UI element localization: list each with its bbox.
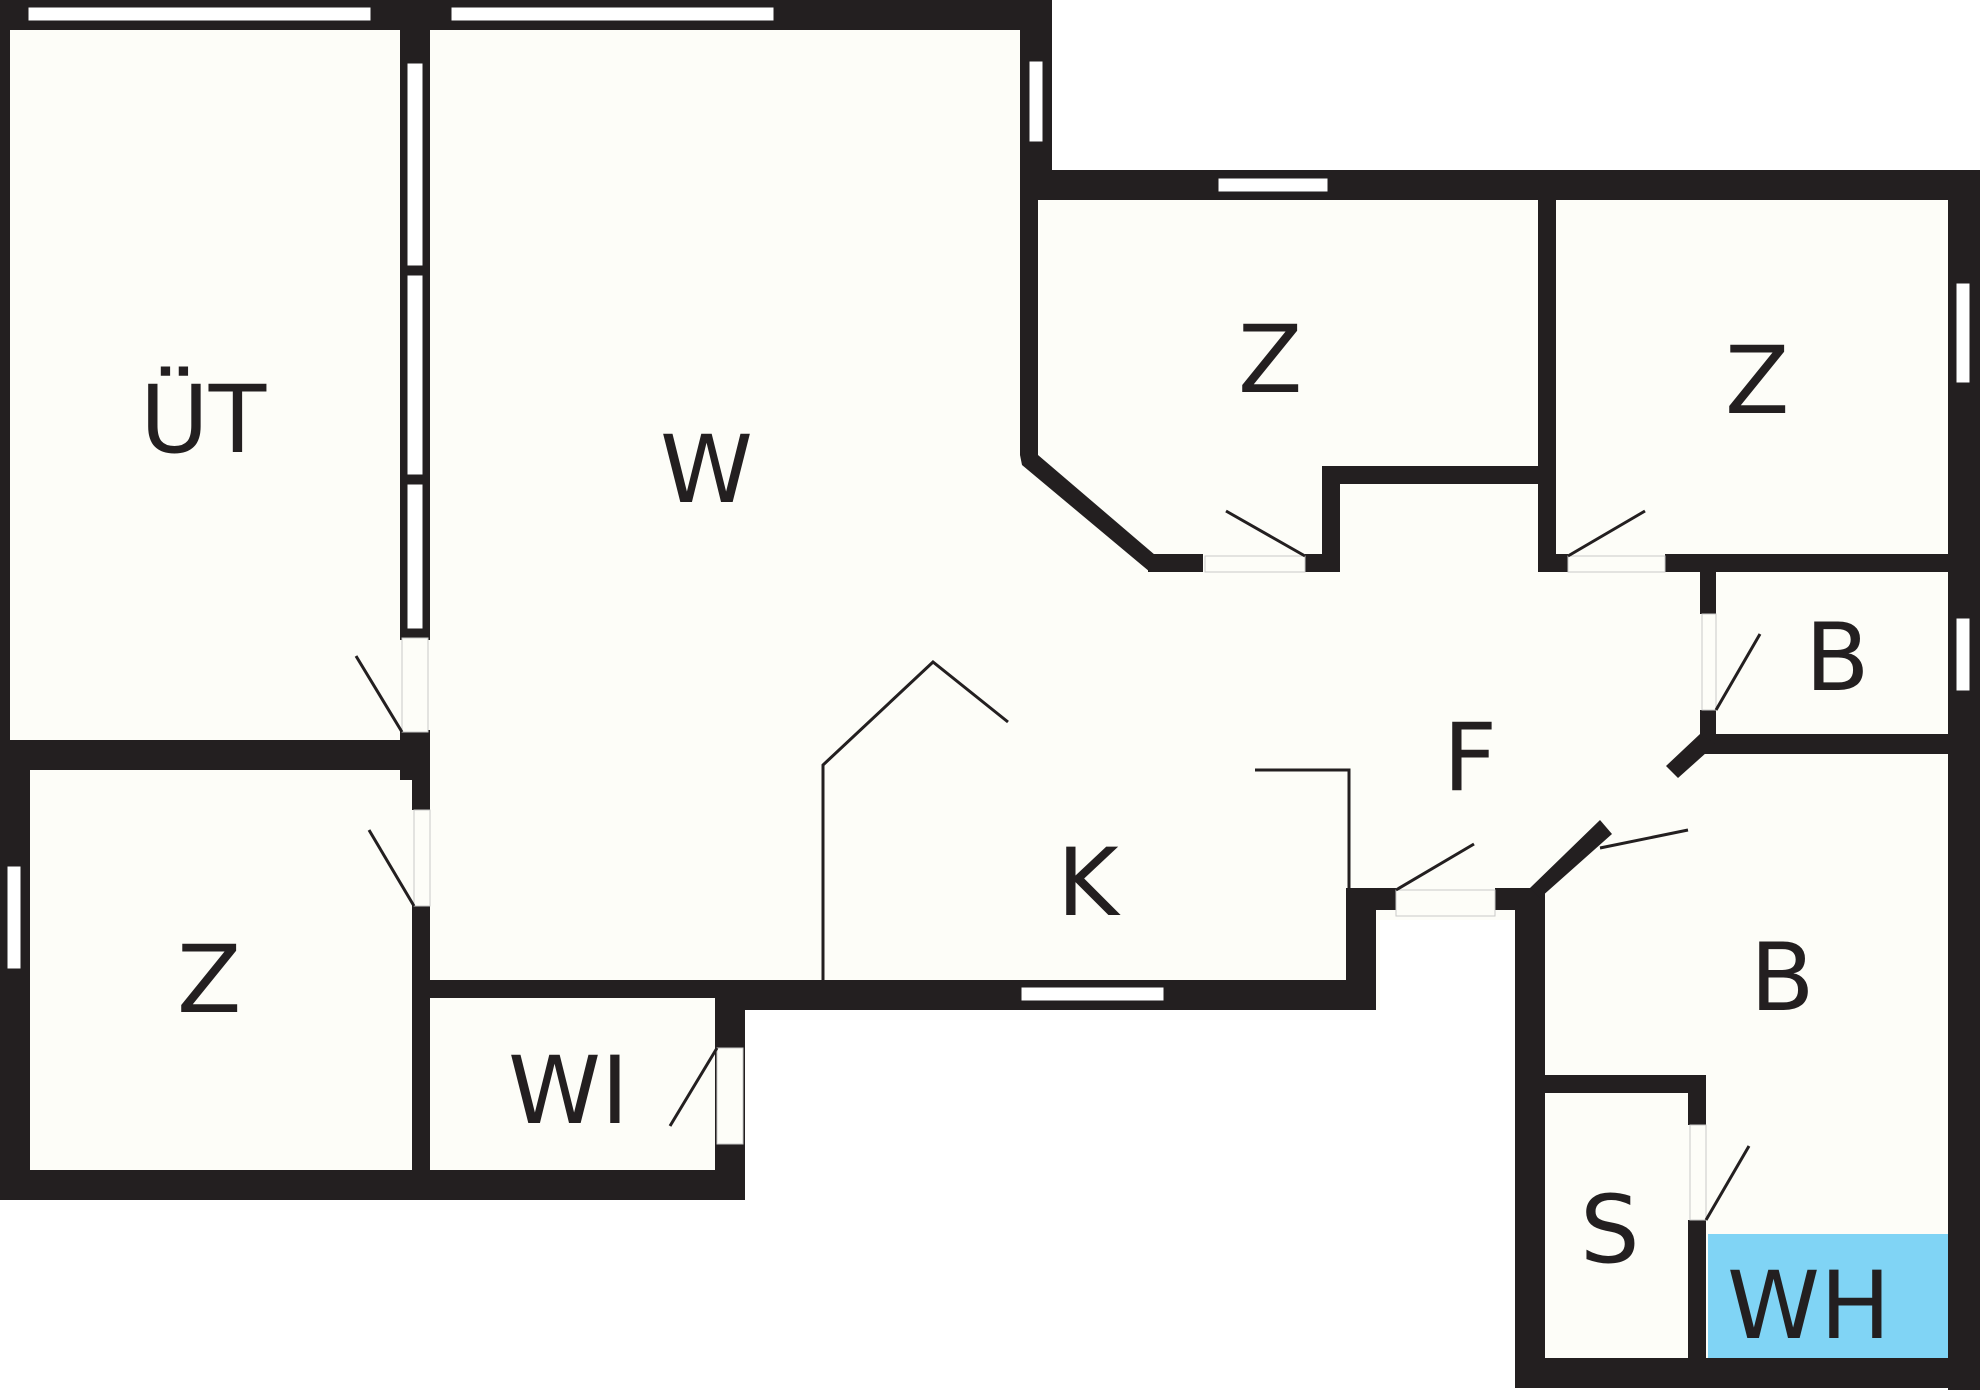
wall <box>0 1170 745 1200</box>
window <box>1953 615 1973 694</box>
door-opening <box>1204 555 1306 573</box>
window <box>4 863 24 972</box>
window <box>404 60 426 269</box>
window <box>1026 58 1046 145</box>
window <box>404 272 426 478</box>
wall <box>1700 734 1965 754</box>
window <box>1953 280 1973 386</box>
wall <box>1538 554 1568 572</box>
window <box>448 4 777 24</box>
door-leaf <box>1599 828 1689 850</box>
wall <box>1515 895 1545 1388</box>
floor-hall <box>0 185 1975 1385</box>
window <box>404 481 426 632</box>
wall <box>1346 888 1396 910</box>
door-opening <box>1701 613 1717 711</box>
room-label-w: W <box>660 416 753 525</box>
room-label-ut: ÜT <box>140 365 267 475</box>
window <box>1215 175 1331 195</box>
window <box>25 4 374 24</box>
room-label-s: S <box>1580 1176 1640 1285</box>
room-label-wh: WH <box>1727 1252 1891 1361</box>
window <box>1018 984 1167 1004</box>
wall <box>1495 888 1545 910</box>
door-opening <box>413 809 431 907</box>
door-opening <box>401 637 429 733</box>
door-leaves <box>354 509 1762 1221</box>
wall <box>1020 170 1980 200</box>
room-label-z-top-left: Z <box>1238 306 1302 415</box>
wall <box>1528 1075 1706 1093</box>
wall <box>1688 1220 1706 1380</box>
windows <box>4 4 1973 1004</box>
wall <box>1020 185 1038 455</box>
wall <box>1322 466 1340 572</box>
wall <box>1148 554 1203 572</box>
door-leaf <box>668 1047 719 1127</box>
wall <box>1515 1358 1980 1388</box>
wall <box>1020 455 1155 572</box>
wall <box>1688 1075 1706 1125</box>
wall <box>0 740 430 770</box>
room-label-b-small: B <box>1805 604 1870 713</box>
kitchen-counter <box>821 660 1009 982</box>
door-leaf <box>354 655 404 733</box>
wall <box>0 0 10 750</box>
wall <box>420 980 730 998</box>
door-leaf <box>367 829 416 907</box>
door-leaf <box>1395 842 1475 892</box>
room-label-z-bottom-left: Z <box>177 926 241 1035</box>
wall <box>1530 820 1612 898</box>
door-openings <box>401 555 1717 1221</box>
wall <box>1700 554 1716 614</box>
door-opening <box>716 1047 744 1145</box>
door-opening <box>1395 889 1496 917</box>
wall <box>412 760 430 810</box>
room-label-z-top-right: Z <box>1725 327 1789 436</box>
door-opening <box>1567 555 1666 573</box>
wall <box>1665 554 1965 572</box>
room-label-b-large: B <box>1750 924 1815 1033</box>
room-labels: ÜT W Z Z B F K B Z WI S WH <box>140 306 1891 1361</box>
door-leaf <box>1225 509 1306 558</box>
room-label-k: K <box>1057 829 1121 938</box>
wh-area <box>1708 1234 1948 1358</box>
door-leaf <box>1567 509 1646 558</box>
room-label-wi: WI <box>508 1037 629 1146</box>
kitchen-fixtures <box>821 660 1351 982</box>
wall <box>1538 185 1556 572</box>
door-leaf <box>1704 1145 1751 1221</box>
floor-ut <box>0 0 430 750</box>
room-label-f: F <box>1443 704 1497 813</box>
door-leaf <box>1714 633 1762 711</box>
wall <box>1322 466 1540 484</box>
wall <box>1666 734 1716 778</box>
kitchen-counter-right <box>1255 768 1351 888</box>
door-opening <box>1689 1124 1707 1221</box>
wall <box>412 905 430 1195</box>
